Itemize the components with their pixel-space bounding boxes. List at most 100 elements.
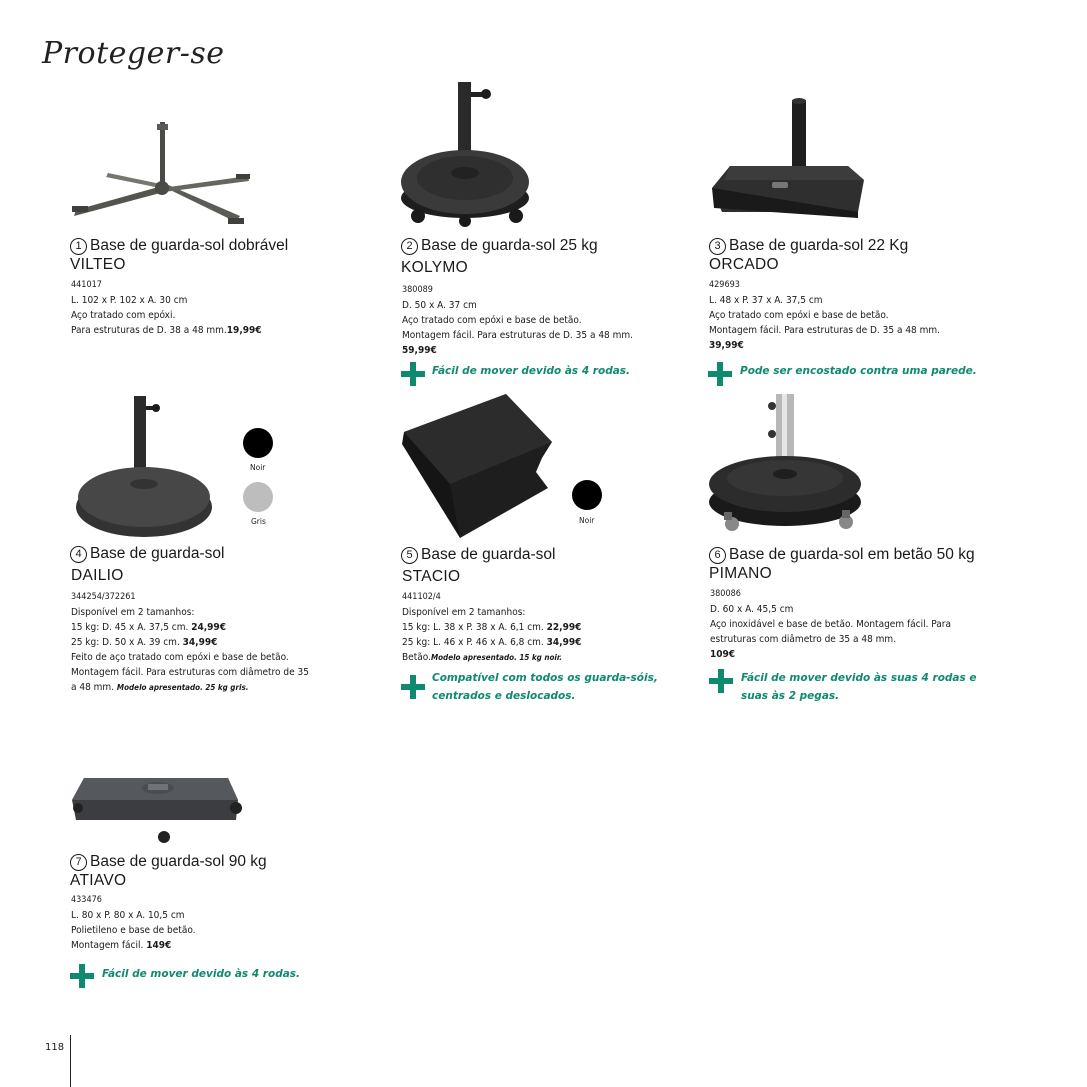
product-size: 15 kg: D. 45 x A. 37,5 cm. [71, 622, 189, 633]
swatch-noir[interactable] [572, 480, 602, 510]
product-details: 441102/4 Disponível em 2 tamanhos: 15 kg… [402, 590, 581, 665]
product-benefit: Fácil de mover devido às 4 rodas. [432, 365, 631, 377]
plus-icon [708, 362, 732, 386]
product-spec-line: Aço tratado com epóxi e base de betão. [709, 310, 889, 321]
product-spec-line: Feito de aço tratado com epóxi e base de… [71, 652, 289, 663]
swatch-noir[interactable] [243, 428, 273, 458]
product-benefit: Compatível com todos os guarda-sóis, cen… [432, 669, 658, 705]
product-benefit-line: Compatível com todos os guarda-sóis, [432, 672, 658, 684]
product-image-orcado [708, 96, 868, 226]
product-details: 380089 D. 50 x A. 37 cm Aço tratado com … [402, 283, 633, 358]
product-spec-line: L. 80 x P. 80 x A. 10,5 cm [71, 910, 185, 921]
product-spec-line: L. 102 x P. 102 x A. 30 cm [71, 295, 188, 306]
product-brand: ATIAVO [70, 872, 127, 889]
page-title: Proteger-se [42, 36, 225, 71]
product-spec-line: estruturas com diâmetro de 35 a 48 mm. [710, 634, 897, 645]
product-benefit-line: suas às 2 pegas. [741, 690, 840, 702]
product-name: Base de guarda-sol 90 kg [90, 853, 267, 870]
product-name: Base de guarda-sol em betão 50 kg [729, 546, 975, 563]
plus-icon [709, 669, 733, 693]
product-ref: 380086 [710, 589, 741, 599]
product-image-pimano [706, 392, 866, 537]
product-spec-line: Betão. [402, 652, 431, 663]
product-number-badge: 3 [709, 238, 726, 255]
product-ref: 441102/4 [402, 592, 441, 602]
product-details: 441017 L. 102 x P. 102 x A. 30 cm Aço tr… [71, 278, 262, 338]
product-size: 25 kg: D. 50 x A. 39 cm. [71, 637, 180, 648]
product-benefit-line: centrados e deslocados. [432, 690, 576, 702]
product-spec-line: Para estruturas de D. 38 a 48 mm. [71, 325, 227, 336]
product-brand: DAILIO [71, 567, 124, 584]
product-image-vilteo [68, 118, 253, 228]
product-brand: STACIO [402, 568, 461, 585]
product-number-badge: 4 [70, 546, 87, 563]
product-details: 429693 L. 48 x P. 37 x A. 37,5 cm Aço tr… [709, 278, 940, 353]
product-image-dailio [74, 392, 219, 542]
product-details: 380086 D. 60 x A. 45,5 cm Aço inoxidável… [710, 587, 951, 662]
product-price: 22,99€ [546, 622, 582, 633]
swatch-gris[interactable] [243, 482, 273, 512]
page-number: 118 [45, 1042, 65, 1053]
product-name: Base de guarda-sol 22 Kg [729, 237, 909, 254]
product-ref: 344254/372261 [71, 592, 136, 602]
product-details: 344254/372261 Disponível em 2 tamanhos: … [71, 590, 309, 695]
product-number-badge: 2 [401, 238, 418, 255]
product-ref: 380089 [402, 285, 433, 295]
product-brand: ORCADO [709, 256, 779, 273]
product-spec-line: Polietileno e base de betão. [71, 925, 196, 936]
product-name: Base de guarda-sol [90, 545, 225, 562]
product-name: Base de guarda-sol dobrável [90, 237, 289, 254]
page-divider [70, 1035, 71, 1087]
product-benefit: Pode ser encostado contra uma parede. [740, 365, 977, 377]
product-availability: Disponível em 2 tamanhos: [71, 607, 195, 618]
product-price: 39,99€ [709, 340, 744, 351]
product-number-badge: 5 [401, 547, 418, 564]
product-brand: PIMANO [709, 565, 772, 582]
product-price: 34,99€ [546, 637, 582, 648]
product-price: 109€ [710, 649, 736, 660]
product-benefit: Fácil de mover devido às 4 rodas. [102, 968, 301, 980]
product-spec-line: Montagem fácil. Para estruturas de D. 35… [402, 330, 634, 341]
product-spec-line: Montagem fácil. [71, 940, 144, 951]
product-brand: VILTEO [70, 256, 126, 273]
product-price: 149€ [146, 940, 172, 951]
product-spec-line: Montagem fácil. Para estruturas com diâm… [71, 667, 309, 678]
product-spec-line: Aço inoxidável e base de betão. Montagem… [710, 619, 951, 630]
product-ref: 441017 [71, 280, 102, 290]
product-size: 25 kg: L. 46 x P. 46 x A. 6,8 cm. [402, 637, 544, 648]
product-name: Base de guarda-sol [421, 546, 556, 563]
plus-icon [401, 675, 425, 699]
swatch-label-noir: Noir [579, 516, 595, 525]
product-spec-line: Aço tratado com epóxi e base de betão. [402, 315, 582, 326]
product-number-badge: 6 [709, 547, 726, 564]
product-name: Base de guarda-sol 25 kg [421, 237, 598, 254]
product-details: 433476 L. 80 x P. 80 x A. 10,5 cm Poliet… [71, 893, 196, 953]
product-price: 24,99€ [191, 622, 226, 633]
swatch-label-gris: Gris [251, 517, 266, 526]
product-spec-line: Montagem fácil. Para estruturas de D. 35… [709, 325, 941, 336]
product-availability: Disponível em 2 tamanhos: [402, 607, 526, 618]
product-size: 15 kg: L. 38 x P. 38 x A. 6,1 cm. [402, 622, 544, 633]
product-number-badge: 7 [70, 854, 87, 871]
product-ref: 433476 [71, 895, 102, 905]
product-spec-line: D. 60 x A. 45,5 cm [710, 604, 794, 615]
product-benefit-line: Fácil de mover devido às suas 4 rodas e [741, 672, 977, 684]
product-number-badge: 1 [70, 238, 87, 255]
product-model-note: Modelo apresentado. 25 kg gris. [116, 683, 249, 692]
plus-icon [401, 362, 425, 386]
product-price: 34,99€ [182, 637, 218, 648]
product-spec-line: L. 48 x P. 37 x A. 37,5 cm [709, 295, 823, 306]
product-image-atiavo [70, 770, 245, 845]
product-spec-line: Aço tratado com epóxi. [71, 310, 176, 321]
product-brand: KOLYMO [401, 259, 468, 276]
product-price: 19,99€ [226, 325, 262, 336]
product-benefit: Fácil de mover devido às suas 4 rodas e … [741, 669, 977, 705]
product-ref: 429693 [709, 280, 740, 290]
